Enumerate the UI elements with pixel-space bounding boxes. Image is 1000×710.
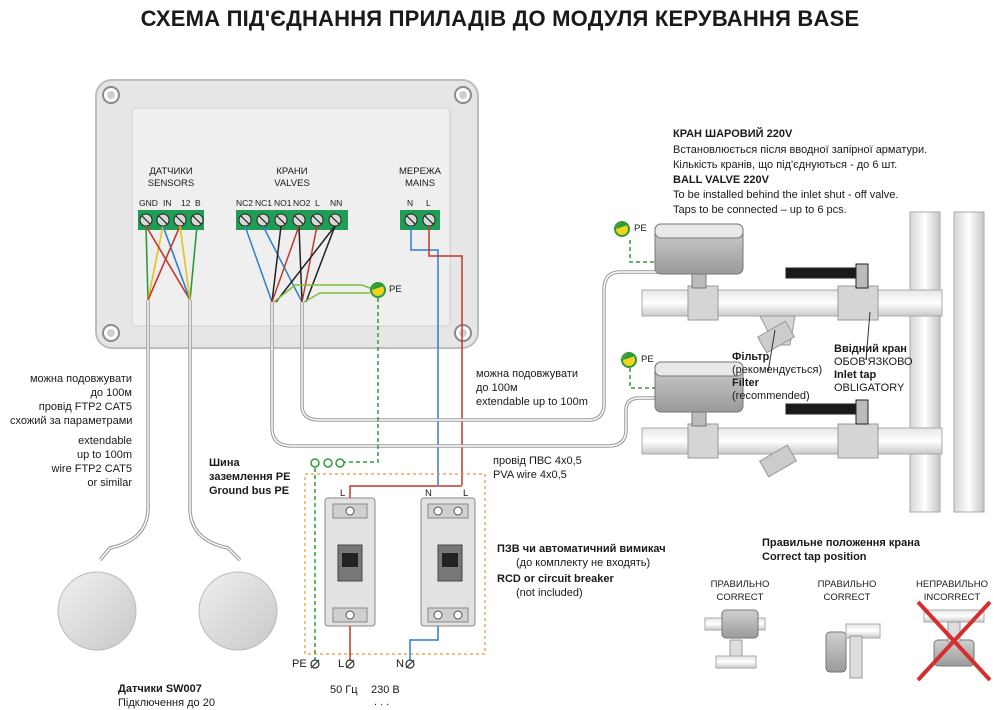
pin-in: IN xyxy=(163,198,172,208)
pin-no2: NO2 xyxy=(293,198,311,208)
ball-valve-title-ua: КРАН ШАРОВИЙ 220V xyxy=(673,128,793,140)
pin-mains-l: L xyxy=(426,198,431,208)
tap-p2-en: CORRECT xyxy=(823,592,871,603)
breaker-ua-note: (до комплекту не входять) xyxy=(516,557,651,569)
circuit-breaker-1 xyxy=(324,497,376,627)
mains-title-en: MAINS xyxy=(404,178,436,189)
sensor-extend-ua3: провід FTP2 CAT5 xyxy=(38,401,132,413)
inlet-tap-handle-icon xyxy=(785,263,869,425)
vertical-pipes xyxy=(909,211,985,513)
valve-actuator-icon xyxy=(654,223,744,427)
valve2-pe-label: PE xyxy=(641,354,654,365)
water-sensor-icon xyxy=(57,571,278,651)
ball-valve-line1-en: To be installed behind the inlet shut - … xyxy=(673,189,899,201)
tap-position-correct-2 xyxy=(825,623,881,679)
tap-position-correct-1 xyxy=(704,609,766,669)
supply-freq: 50 Гц xyxy=(330,684,358,696)
valves-title-ua: КРАНИ xyxy=(276,166,308,177)
inlet-tap-ua-note: ОБОВ'ЯЗКОВО xyxy=(834,356,913,368)
valve-wires xyxy=(244,225,376,303)
breaker-en: RCD or circuit breaker xyxy=(497,573,614,585)
inlet-tap-en: Inlet tap xyxy=(834,369,877,381)
tap-p1-en: CORRECT xyxy=(716,592,764,603)
pin-nc2: NC2 xyxy=(236,198,254,208)
sensor-extend-ua4: схожий за параметрами xyxy=(10,415,133,427)
sensor-extend-ua2: до 100м xyxy=(90,387,132,399)
pin-no1: NO1 xyxy=(274,198,292,208)
valve1-pe-label: PE xyxy=(634,223,647,234)
breaker2-n-label: N xyxy=(425,488,432,499)
sensor-extend-en2: up to 100m xyxy=(76,449,132,461)
tap-position-title-en: Correct tap position xyxy=(762,551,867,563)
ball-valve-line2-ua: Кількість кранів, що під'єднуються - до … xyxy=(673,159,898,171)
supply-dots: . . . xyxy=(374,696,390,708)
sensors-title-en: SENSORS xyxy=(147,178,195,189)
pe-wire xyxy=(314,240,660,660)
ball-valve-line2-en: Taps to be connected – up to 6 pcs. xyxy=(673,204,847,216)
valve-extend-ua2: до 100м xyxy=(476,382,518,394)
sensor-extend-en1: extendable xyxy=(78,435,132,447)
tap-position-title-ua: Правильне положення крана xyxy=(762,537,920,549)
pin-mains-n: N xyxy=(407,198,414,208)
valves-terminal-block xyxy=(236,210,348,230)
pin-12: 12 xyxy=(181,198,191,208)
tap-p2-ua: ПРАВИЛЬНО xyxy=(817,579,877,590)
tap-position-incorrect xyxy=(916,600,992,682)
supply-pe-label: PE xyxy=(292,658,307,670)
sensors-title-ua: ДАТЧИКИ xyxy=(149,166,193,177)
sensor-extend-en4: or similar xyxy=(87,477,132,489)
mains-title-ua: МЕРЕЖА xyxy=(398,166,442,177)
filter-en-note: (recommended) xyxy=(732,390,810,402)
tap-p3-ua: НЕПРАВИЛЬНО xyxy=(916,579,988,590)
inlet-tap-en-note: OBLIGATORY xyxy=(834,382,905,394)
pin-nc1: NC1 xyxy=(255,198,273,208)
tap-p3-en: INCORRECT xyxy=(923,592,981,603)
filter-ua: Фільтр xyxy=(732,351,770,363)
breaker-ua: ПЗВ чи автоматичний вимикач xyxy=(497,543,666,555)
supply-l-label: L xyxy=(338,658,345,670)
sensor-extend-ua1: можна подовжувати xyxy=(29,373,132,385)
mains-wires xyxy=(410,226,463,485)
ground-bus-en: Ground bus PE xyxy=(209,485,290,497)
pin-l: L xyxy=(315,198,320,208)
filter-ua-note: (рекомендується) xyxy=(732,364,823,376)
ground-bus-icon xyxy=(310,458,345,468)
pva-wire-en: PVA wire 4х0,5 xyxy=(493,469,567,481)
ground-bus-ua2: заземлення PE xyxy=(209,471,291,483)
valve-extend-ua1: можна подовжувати xyxy=(476,368,579,380)
supply-volt: 230 В xyxy=(371,684,400,696)
inlet-tap-ua: Ввідний кран xyxy=(834,343,907,355)
pin-gnd: GND xyxy=(139,198,158,208)
sensors-caption-title: Датчики SW007 xyxy=(118,683,202,695)
pva-wire-ua: провід ПВС 4х0,5 xyxy=(493,455,582,467)
ground-bus-ua1: Шина xyxy=(209,457,240,469)
breaker1-l-label: L xyxy=(340,488,346,499)
supply-n-label: N xyxy=(396,658,404,670)
pin-b: B xyxy=(195,198,201,208)
circuit-breaker-2 xyxy=(420,497,476,627)
pe-ground-icon xyxy=(370,221,637,368)
module-pe-label: PE xyxy=(389,284,402,295)
ball-valve-line1-ua: Встановлюється після вводної запірної ар… xyxy=(673,144,928,156)
mains-terminal-block xyxy=(400,210,440,230)
sensor-extend-en3: wire FTP2 CAT5 xyxy=(51,463,132,475)
valves-title-en: VALVES xyxy=(274,178,310,189)
cross-icon xyxy=(916,600,992,682)
pipe-line-1 xyxy=(641,285,943,354)
sensor-wires xyxy=(145,225,198,301)
filter-en: Filter xyxy=(732,377,759,389)
ball-valve-title-en: BALL VALVE 220V xyxy=(673,174,769,186)
sensors-caption-sub: Підключення до 20 xyxy=(118,697,215,709)
pin-nn: NN xyxy=(330,198,343,208)
pipe-line-2 xyxy=(641,423,943,478)
sensors-terminal-block xyxy=(138,210,204,230)
breaker-en-note: (not included) xyxy=(516,587,583,599)
breaker-enclosure xyxy=(304,473,486,655)
valve-extend-en: extendable up to 100m xyxy=(476,396,588,408)
breaker2-l-label: L xyxy=(463,488,469,499)
diagram-title: СХЕМА ПІД'ЄДНАННЯ ПРИЛАДІВ ДО МОДУЛЯ КЕР… xyxy=(140,6,860,31)
tap-p1-ua: ПРАВИЛЬНО xyxy=(710,579,770,590)
